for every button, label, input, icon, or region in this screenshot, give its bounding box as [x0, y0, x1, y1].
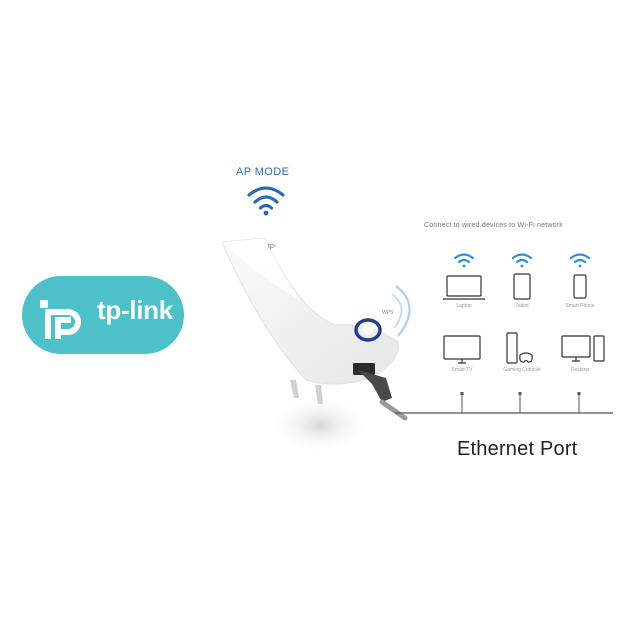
- wireless-devices: [443, 253, 591, 300]
- wired-devices: [443, 332, 605, 413]
- game-console-icon: [506, 332, 533, 364]
- svg-text:tp-: tp-: [268, 243, 277, 250]
- tablet-icon: [513, 273, 531, 300]
- desktop-icon: [561, 335, 605, 362]
- device-label-smartphone: Smart Phone: [565, 303, 595, 309]
- device-label-game-console: Gaming Console: [503, 367, 541, 373]
- laptop-icon: [443, 275, 485, 300]
- tv-icon: [443, 335, 481, 364]
- wifi-icon: [247, 186, 285, 216]
- connections-title: Connect to wired devices to Wi-Fi networ…: [424, 222, 563, 229]
- ethernet-cable-line: [395, 412, 613, 414]
- range-extender-device: tp- WPS: [221, 237, 408, 455]
- device-label-tablet: Tablet: [515, 303, 529, 309]
- smartphone-icon: [573, 274, 587, 299]
- device-label-laptop: Laptop: [456, 303, 472, 309]
- tp-link-mark-icon: [40, 300, 81, 339]
- ap-mode-label: AP MODE: [236, 166, 290, 178]
- brand-name: tp-link: [97, 295, 173, 325]
- signal-waves-icon: [391, 285, 411, 337]
- device-label-desktop: Desktop: [570, 367, 590, 373]
- device-label-tv: Smart TV: [451, 367, 473, 373]
- ethernet-port-label: Ethernet Port: [457, 438, 578, 460]
- svg-text:WPS: WPS: [382, 310, 394, 316]
- wifi-icon: [453, 253, 591, 268]
